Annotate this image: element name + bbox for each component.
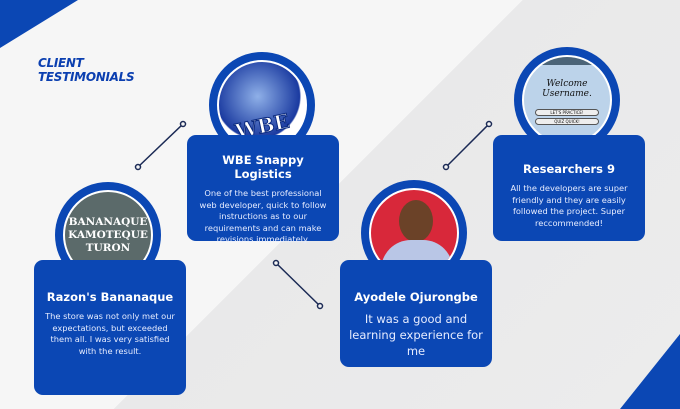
connector-dot (485, 120, 493, 128)
testimonial-text: It was a good and learning experience fo… (349, 312, 483, 358)
connector-line (275, 262, 321, 307)
testimonial-text: The store was not only met our expectati… (45, 311, 175, 356)
connector-dot (316, 302, 324, 310)
client-name: Razon's Bananaque (46, 290, 174, 304)
logo-text: LET'S PRACTICE! (535, 109, 599, 116)
connector-dot (134, 163, 142, 171)
logo-text: BANANAQUE (68, 215, 148, 228)
connector-line (137, 123, 184, 168)
connector-dot (442, 163, 450, 171)
logo-text: KAMOTEQUE (68, 228, 148, 241)
logo-text: TURON (85, 241, 131, 254)
testimonial-text: One of the best professional web develop… (199, 188, 327, 244)
client-name: WBE Snappy Logistics (222, 153, 304, 181)
connector-line (445, 123, 490, 168)
connector-dot (272, 259, 280, 267)
testimonial-card: Researchers 9 All the developers are sup… (493, 135, 645, 241)
testimonial-card: WBE Snappy Logistics One of the best pro… (187, 135, 339, 244)
testimonial-card: Ayodele Ojurongbe It was a good and lear… (340, 260, 492, 367)
corner-decoration (620, 334, 680, 409)
logo-text: Welcome Username. (542, 79, 592, 99)
testimonial-text: All the developers are super friendly an… (510, 183, 628, 228)
logo-text: QUIZ QUICK! (535, 118, 599, 125)
client-name: Researchers 9 (522, 162, 616, 176)
corner-decoration (0, 0, 78, 48)
client-name: Ayodele Ojurongbe (354, 290, 478, 304)
testimonial-card: Razon's Bananaque The store was not only… (34, 260, 186, 395)
connector-dot (179, 120, 187, 128)
